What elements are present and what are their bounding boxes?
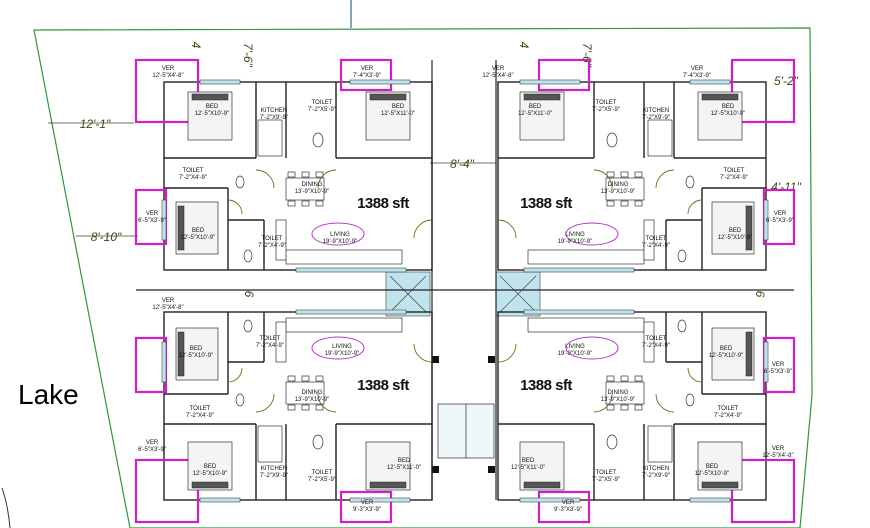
dim-left-bottom: 8'-10" [91, 230, 122, 244]
dim-top-a-group: 4 [189, 42, 203, 49]
dim-left-top: 12'-1" [80, 117, 111, 131]
lift-left-x2 [389, 275, 427, 313]
lake-label: Lake [18, 379, 79, 410]
dim-mid-left-group: 6 [242, 291, 256, 298]
dim-top-a: 4 [189, 42, 203, 49]
dim-mid-left: 6 [242, 291, 256, 298]
u1-area: 1388 sft [357, 195, 409, 212]
dim-mid-right-group: 6 [753, 291, 767, 298]
site-boundary [33, 27, 813, 528]
u2-area: 1388 sft [520, 195, 572, 212]
dim-right-mid: 4'-11" [771, 180, 801, 194]
dim-top-d-group: 7'-6" [580, 43, 594, 68]
unit-bottom-left [134, 308, 434, 524]
dim-top-b: 7'-6" [241, 43, 255, 68]
dim-mid-right: 6 [753, 291, 767, 298]
lift-right-x2 [499, 275, 537, 313]
dim-center: 8'-4" [450, 157, 475, 171]
dim-top-c: 4 [517, 42, 531, 49]
column-4 [488, 466, 495, 473]
dim-top-b-group: 7'-6" [241, 43, 255, 68]
central-core [385, 271, 541, 473]
dim-top-d: 7'-6" [580, 43, 594, 68]
lake-edge [1, 487, 11, 528]
u4-area: 1388 sft [520, 377, 572, 394]
dim-top-c-group: 4 [517, 42, 531, 49]
column-2 [488, 356, 495, 363]
u3-area: 1388 sft [357, 377, 409, 394]
column-3 [432, 466, 439, 473]
column-1 [432, 356, 439, 363]
dim-right-top: 5'-2" [774, 74, 799, 88]
